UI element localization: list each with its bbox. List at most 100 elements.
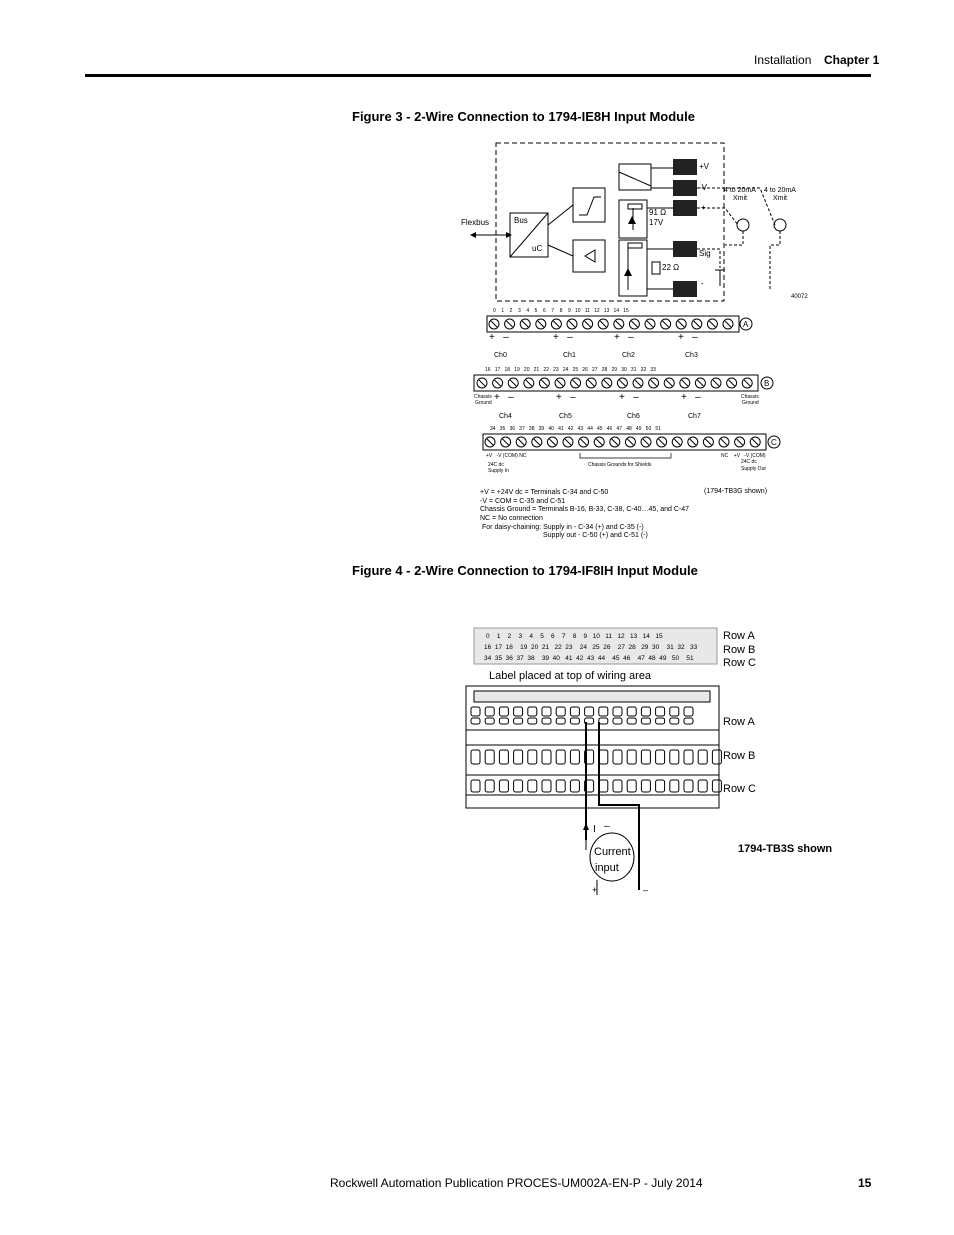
tb3s-terminal: [640, 706, 651, 717]
uc-label: uC: [532, 244, 542, 253]
screw-terminal: [484, 436, 496, 448]
tb3s-terminal: [470, 706, 481, 717]
screw-slot: [619, 379, 626, 387]
row-letter-c: C: [771, 438, 777, 447]
screw-slot: [525, 379, 533, 387]
note-6: Supply out - C-50 (+) and C-51 (-): [543, 532, 648, 539]
tb3s-terminal: [484, 779, 495, 793]
channel-ch6: Ch6: [627, 413, 640, 420]
plus-v-label: +V: [699, 162, 710, 171]
screw-terminal: [616, 377, 628, 389]
screw-slot: [689, 438, 697, 446]
screw-terminal: [710, 377, 722, 389]
screw-terminal: [582, 318, 594, 330]
screw-terminal: [648, 377, 660, 389]
screw-slot: [665, 379, 673, 387]
tb3s-terminal: [683, 749, 694, 765]
tb3s-terminal: [513, 779, 524, 793]
screw-terminal: [492, 377, 504, 389]
screw-slot: [478, 379, 486, 387]
screw-slot: [631, 320, 638, 328]
screw-terminal: [593, 436, 605, 448]
screw-terminal: [706, 318, 718, 330]
screw-slot: [564, 438, 572, 446]
rowC-screws: [484, 436, 761, 448]
screw-terminal: [562, 436, 574, 448]
screw-slot: [502, 438, 509, 446]
tb3s-terminal: [612, 779, 623, 793]
tb3s-terminal: [669, 779, 680, 793]
tb3s-terminal: [484, 706, 495, 717]
tb3s-terminal: [569, 779, 580, 793]
tb3s-terminal: [598, 706, 609, 717]
screw-slot: [646, 320, 654, 328]
screw-slot: [595, 438, 603, 446]
screw-slot: [494, 379, 501, 387]
tb3s-terminal: [569, 717, 580, 725]
rowC-left-labels: +V -V (COM) NC: [486, 453, 527, 459]
chA-pm-1: + –: [553, 332, 573, 343]
header-chapter: Chapter 1: [824, 53, 880, 67]
screw-slot: [486, 438, 494, 446]
row-label-top-b: Row B: [723, 644, 755, 656]
screw-slot: [490, 320, 498, 328]
r22-label: 22 Ω: [662, 263, 679, 272]
screw-terminal: [663, 377, 675, 389]
channel-ch2: Ch2: [622, 352, 635, 359]
tb3s-terminal: [612, 706, 623, 717]
channel-ch4: Ch4: [499, 413, 512, 420]
row-letter-b: B: [764, 379, 769, 388]
tb3s-terminal: [527, 749, 538, 765]
screw-terminal: [675, 318, 687, 330]
row-letter-a: A: [743, 320, 749, 329]
supply-out-label-2: Supply Out: [741, 466, 766, 472]
tb3s-terminal: [513, 749, 524, 765]
chassis-shields-label: Chassis Grounds for Shields: [588, 462, 652, 468]
screw-terminal: [718, 436, 730, 448]
rowB-numbers: 16 17 18 19 20 21 22 23 24 25 26 27 28 2…: [485, 367, 656, 373]
channel-ch0: Ch0: [494, 352, 507, 359]
screw-slot: [533, 438, 541, 446]
tb3s-terminal: [584, 749, 595, 765]
tb3s-terminal: [569, 706, 580, 717]
tb3s-terminal: [470, 749, 481, 765]
current-label: Current: [594, 846, 631, 858]
screw-slot: [509, 379, 517, 387]
label-row-a: 0 1 2 3 4 5 6 7 8 9 10 11 12 13 14 15: [486, 633, 663, 640]
screw-slot: [709, 320, 716, 328]
screw-slot: [751, 438, 759, 446]
tb3s-terminal: [555, 706, 566, 717]
screw-slot: [650, 379, 657, 387]
screw-terminal: [702, 436, 714, 448]
tb3s-terminal: [669, 706, 680, 717]
tb3s-row-a-terminals: [470, 706, 694, 725]
tb3s-terminal: [669, 717, 680, 725]
tb3s-terminal: [697, 779, 708, 793]
tb3s-terminal: [541, 749, 552, 765]
screw-slot: [553, 320, 560, 328]
screw-slot: [537, 320, 545, 328]
chassis-ground-right-2: Ground: [742, 400, 759, 406]
tb3s-terminal: [498, 779, 509, 793]
tb3s-terminal: [470, 779, 481, 793]
channel-ch5: Ch5: [559, 413, 572, 420]
channel-ch1: Ch1: [563, 352, 576, 359]
tb3s-terminal: [697, 749, 708, 765]
flexbus-label: Flexbus: [461, 218, 489, 227]
screw-terminal: [546, 436, 558, 448]
tb3s-terminal: [555, 749, 566, 765]
screw-slot: [572, 379, 579, 387]
screw-terminal: [550, 318, 562, 330]
screw-slot: [584, 320, 591, 328]
rowA-numbers: 0 1 2 3 4 5 6 7 8 9 10 11 12 13 14 15: [493, 308, 629, 314]
screw-slot: [712, 379, 720, 387]
screw-slot: [549, 438, 556, 446]
label-row-c: 34 35 36 37 38 39 40 41 42 43 44 45 46 4…: [484, 655, 694, 662]
input-label: input: [595, 862, 619, 874]
screw-terminal: [570, 377, 582, 389]
tb3s-terminal: [527, 706, 538, 717]
tb3s-terminal: [655, 779, 666, 793]
chassis-ground-right: Chassis: [741, 394, 759, 400]
screw-terminal: [504, 318, 516, 330]
screw-slot: [506, 320, 513, 328]
